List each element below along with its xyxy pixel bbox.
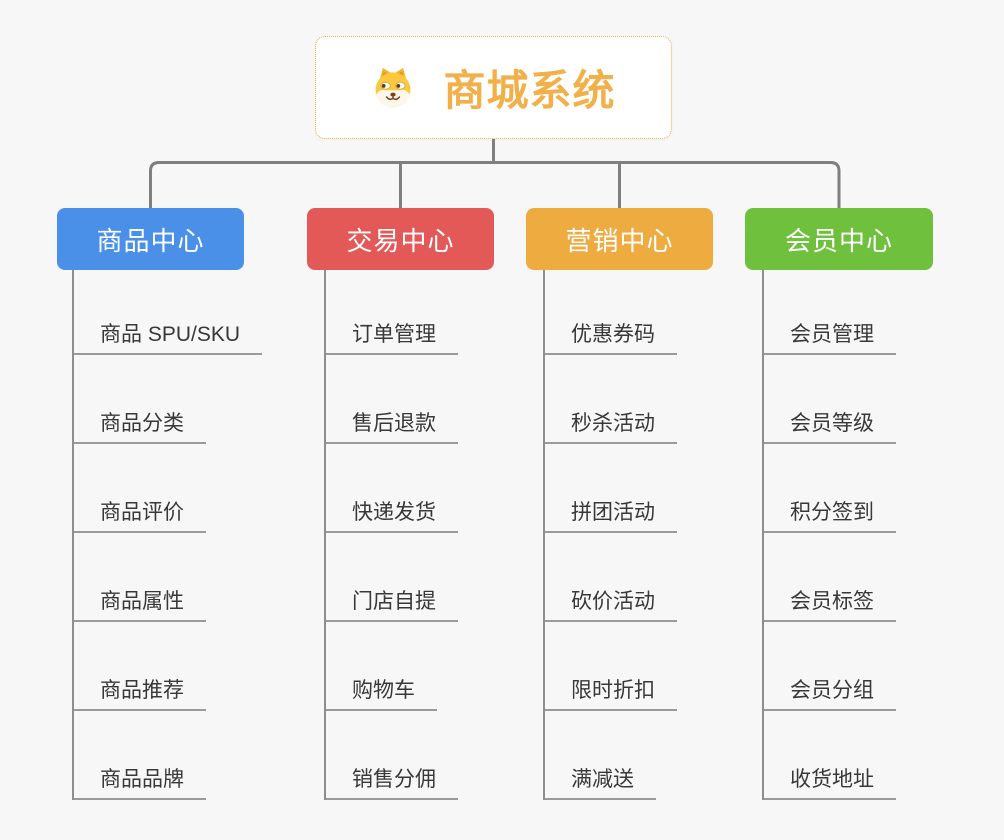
tree-node-label: 满减送: [543, 763, 656, 800]
tree-node[interactable]: 会员等级: [762, 355, 896, 444]
tree-node-label: 秒杀活动: [543, 407, 677, 444]
tree-node[interactable]: 会员分组: [762, 622, 896, 711]
tree-node[interactable]: 会员标签: [762, 533, 896, 622]
tree-node-label: 拼团活动: [543, 496, 677, 533]
branch-children-member: 会员管理 会员等级 积分签到 会员标签 会员分组 收货地址: [762, 270, 896, 800]
tree-node[interactable]: 会员管理: [762, 270, 896, 355]
tree-node[interactable]: 门店自提: [324, 533, 458, 622]
tree-node[interactable]: 秒杀活动: [543, 355, 677, 444]
tree-node-label: 门店自提: [324, 585, 458, 622]
root-node[interactable]: 商城系统: [315, 36, 672, 139]
tree-node-label: 订单管理: [324, 318, 458, 355]
tree-node[interactable]: 满减送: [543, 711, 677, 800]
branch-children-trade: 订单管理 售后退款 快递发货 门店自提 购物车 销售分佣: [324, 270, 458, 800]
tree-node[interactable]: 商品品牌: [72, 711, 262, 800]
tree-node-label: 购物车: [324, 674, 437, 711]
tree-node[interactable]: 优惠券码: [543, 270, 677, 355]
tree-node[interactable]: 商品评价: [72, 444, 262, 533]
branch-children-marketing: 优惠券码 秒杀活动 拼团活动 砍价活动 限时折扣 满减送: [543, 270, 677, 800]
tree-node-label: 会员管理: [762, 318, 896, 355]
tree-node[interactable]: 拼团活动: [543, 444, 677, 533]
tree-node-label: 商品推荐: [72, 674, 206, 711]
tree-node-label: 限时折扣: [543, 674, 677, 711]
tree-node[interactable]: 购物车: [324, 622, 458, 711]
tree-node-label: 商品评价: [72, 496, 206, 533]
tree-node-label: 收货地址: [762, 763, 896, 800]
tree-node[interactable]: 订单管理: [324, 270, 458, 355]
tree-node[interactable]: 商品推荐: [72, 622, 262, 711]
tree-node[interactable]: 限时折扣: [543, 622, 677, 711]
tree-node-label: 销售分佣: [324, 763, 458, 800]
tree-node-label: 商品分类: [72, 407, 206, 444]
branch-node-product[interactable]: 商品中心: [57, 208, 244, 270]
root-title: 商城系统: [443, 67, 616, 114]
branch-children-product: 商品 SPU/SKU 商品分类 商品评价 商品属性 商品推荐 商品品牌: [72, 270, 263, 800]
tree-node-label: 优惠券码: [543, 318, 677, 355]
tree-node[interactable]: 收货地址: [762, 711, 896, 800]
tree-node-label: 快递发货: [324, 496, 458, 533]
tree-node[interactable]: 销售分佣: [324, 711, 458, 800]
doge-icon: [376, 67, 411, 108]
tree-node-label: 会员等级: [762, 407, 896, 444]
tree-node[interactable]: 商品属性: [72, 533, 262, 622]
branch-node-trade[interactable]: 交易中心: [307, 208, 494, 270]
tree-node-label: 商品品牌: [72, 763, 206, 800]
tree-node-label: 积分签到: [762, 496, 896, 533]
connector-main-rail: [149, 161, 841, 208]
tree-node[interactable]: 商品分类: [72, 355, 262, 444]
tree-node-label: 售后退款: [324, 407, 458, 444]
tree-node-label: 会员标签: [762, 585, 896, 622]
tree-node[interactable]: 砍价活动: [543, 533, 677, 622]
tree-node[interactable]: 商品 SPU/SKU: [72, 270, 263, 355]
tree-node-label: 商品属性: [72, 585, 206, 622]
branch-node-marketing[interactable]: 营销中心: [526, 208, 713, 270]
tree-node[interactable]: 积分签到: [762, 444, 896, 533]
branch-node-member[interactable]: 会员中心: [745, 208, 933, 270]
tree-node[interactable]: 快递发货: [324, 444, 458, 533]
tree-node-label: 会员分组: [762, 674, 896, 711]
tree-node-label: 砍价活动: [543, 585, 677, 622]
tree-node-label: 商品 SPU/SKU: [72, 318, 263, 355]
tree-node[interactable]: 售后退款: [324, 355, 458, 444]
